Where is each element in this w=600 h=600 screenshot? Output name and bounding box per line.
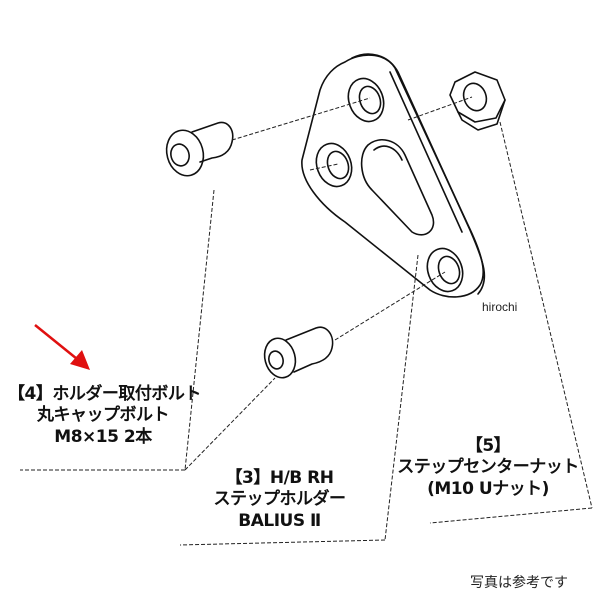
part-5-line-1: 【5】 [465,436,511,456]
part-4-line-2: 丸キャップボルト [37,405,170,426]
center-nut [449,71,506,131]
disclaimer-note: 写真は参考です [470,575,568,591]
watermark: hirochi [482,300,518,314]
part-5-label: 【5】 ステップセンターナット (M10 Uナット) [388,436,588,500]
part-4-line-1: 【4】ホルダー取付ボルト [8,384,201,404]
red-arrow-icon [34,324,90,370]
part-4-label: 【4】ホルダー取付ボルト 丸キャップボルト M8×15 2本 [8,384,201,448]
part-3-label: 【3】H/B RH ステップホルダー BALIUS Ⅱ [192,468,367,532]
part-3-line-3: BALIUS Ⅱ [238,510,321,531]
lower-bolt [263,326,334,379]
part-5-line-3: (M10 Uナット) [427,478,549,499]
part-3-line-2: ステップホルダー [213,489,347,510]
part-5-line-2: ステップセンターナット [397,457,579,478]
upper-bolt [165,121,234,177]
step-holder-plate [301,53,486,298]
part-3-line-1: 【3】H/B RH [225,468,334,488]
part-4-line-3: M8×15 2本 [54,426,152,447]
